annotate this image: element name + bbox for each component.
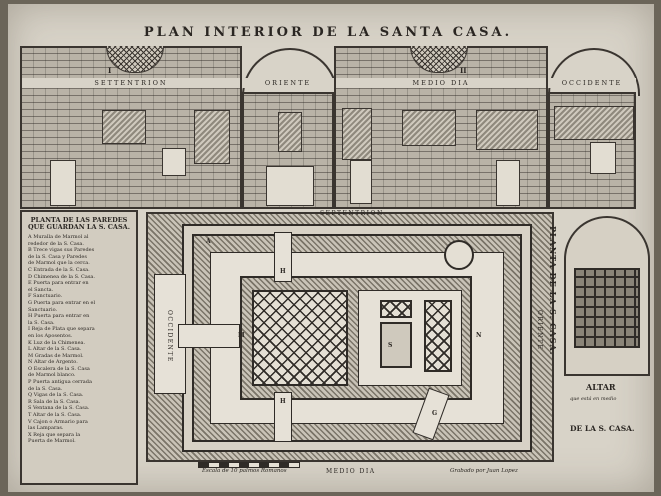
legend-item: A Muralla de Marmol al <box>28 234 89 240</box>
legend-item: B Trece vigas sus Paredes <box>28 247 95 254</box>
legend-item: S Ventana de la S. Casa. <box>28 405 90 412</box>
altar-table <box>380 322 412 368</box>
elevation-label: SETTENTRION <box>22 78 240 88</box>
engraver-caption: Grabado por Juan Lopez <box>450 468 518 474</box>
elevation-label: ORIENTE <box>242 78 334 88</box>
plan-letter: M <box>238 332 245 339</box>
section-mark: I <box>108 66 112 75</box>
legend-item: L Altar de la S. Casa. <box>28 346 82 353</box>
legend-item: Q Vigas de la S. Casa. <box>28 392 84 399</box>
legend-item: F Sanctuario. <box>28 293 63 300</box>
legend-item: Puerta de Marmol. <box>28 438 76 445</box>
legend-item: G Puerta para entrar en el <box>28 299 96 306</box>
fresco-panel <box>476 110 538 150</box>
legend-item: M Gradas de Marmol. <box>28 352 84 359</box>
elevation-south: MEDIO DIA II <box>334 46 548 209</box>
legend-list: A Muralla de Marmol al rededor de la S. … <box>28 234 130 445</box>
legend-item: C Entrada de la S. Casa. <box>28 266 90 273</box>
elevation-north: SETTENTRION I <box>20 46 242 209</box>
legend-item: V Cajon o Armario para <box>28 418 88 425</box>
chimney <box>162 148 186 176</box>
elevation-east <box>242 92 334 209</box>
legend-item: D Chimenea de la S. Casa. <box>28 273 95 280</box>
elevation-label: MEDIO DIA <box>336 78 546 88</box>
legend-item: Sanctuario. <box>28 306 58 313</box>
north-door <box>274 232 292 282</box>
legend-item: la S. Casa. <box>28 319 55 326</box>
door <box>350 160 372 204</box>
pavement <box>252 290 348 386</box>
elevation-arch <box>242 48 338 96</box>
legend-item: en los Aposentos. <box>28 332 73 339</box>
plan-label-west: OCCIDENTE <box>166 310 173 363</box>
legend-title: PLANTA DE LAS PAREDES QUE GUARDAN LA S. … <box>28 216 130 231</box>
scale-caption: Escala de 10 palmos Romanos <box>202 468 287 474</box>
legend-item: N Altar de Argento. <box>28 359 78 366</box>
legend-item: H Puerta para entrar en <box>28 313 90 320</box>
engraving-sheet: PLAN INTERIOR DE LA SANTA CASA. SETTENTR… <box>8 4 654 492</box>
legend-item: de la S. Casa. <box>28 385 63 392</box>
dome-icon <box>410 46 468 73</box>
stair <box>444 240 474 270</box>
dome-icon <box>106 46 164 73</box>
altar-grille <box>574 268 640 348</box>
legend-item: rededor de la S. Casa. <box>28 240 84 247</box>
legend-item: las Lamparas. <box>28 425 64 432</box>
fresco-panel <box>402 110 456 146</box>
section-mark: II <box>460 66 467 75</box>
plan-side-title: PLANTA DE LA S. CASA. <box>548 226 558 356</box>
plan-label-top: SEPTENTRION <box>320 210 384 217</box>
entrance-passage <box>178 324 240 348</box>
plan-label-bottom: MEDIO DIA <box>326 468 376 475</box>
plan-label-east: ORIENTE <box>536 310 543 351</box>
armoire <box>424 300 452 372</box>
altar-caption: DE LA S. CASA. <box>570 424 635 433</box>
legend-item: E Puerta para entrar en <box>28 280 89 287</box>
legend-item: X Reja que separa la <box>28 431 81 438</box>
scale-bar <box>198 462 300 468</box>
altar-elevation <box>564 216 650 376</box>
plan-letter: G <box>432 410 438 417</box>
fresco-panel <box>278 112 302 152</box>
door <box>496 160 520 206</box>
legend-item: P Puerta antigua cerrada <box>28 379 92 386</box>
legend-item: de Marmol blanco. <box>28 372 76 379</box>
plan-letter: A <box>206 238 211 245</box>
legend-item: el Sancta. <box>28 286 54 293</box>
altar-sub: que está en medio <box>570 396 617 402</box>
altar-grille <box>380 300 412 318</box>
legend-item: T Altar de la S. Casa. <box>28 412 82 419</box>
fresco-panel <box>554 106 634 140</box>
fresco-panel <box>194 110 230 164</box>
window <box>266 166 314 206</box>
floor-plan: A M S N G H H <box>146 212 554 462</box>
plan-letter: S <box>388 342 393 349</box>
door <box>50 160 76 206</box>
elevation-west <box>548 92 636 209</box>
legend-item: I Reja de Plata que separa <box>28 326 95 333</box>
legend-panel: PLANTA DE LAS PAREDES QUE GUARDAN LA S. … <box>20 210 138 485</box>
altar-label: ALTAR <box>586 382 616 392</box>
legend-item: O Escalera de la S. Casa <box>28 365 90 372</box>
south-door <box>274 392 292 442</box>
legend-item: R Sala de la S. Casa. <box>28 398 81 405</box>
fresco-panel <box>342 108 372 160</box>
legend-item: de Marmol que la cerca. <box>28 260 90 267</box>
legend-item: K Luz de la Chimenea. <box>28 339 86 346</box>
elevation-label: OCCIDENTE <box>548 78 636 88</box>
elevation-arch <box>548 48 640 96</box>
plan-letter: H <box>280 268 286 275</box>
page-title: PLAN INTERIOR DE LA SANTA CASA. <box>143 25 513 40</box>
grille-window <box>590 142 616 174</box>
fresco-panel <box>102 110 146 144</box>
plan-letter: N <box>476 332 482 339</box>
legend-item: de la S. Casa y Paredes <box>28 253 87 260</box>
plan-letter: H <box>280 398 286 405</box>
